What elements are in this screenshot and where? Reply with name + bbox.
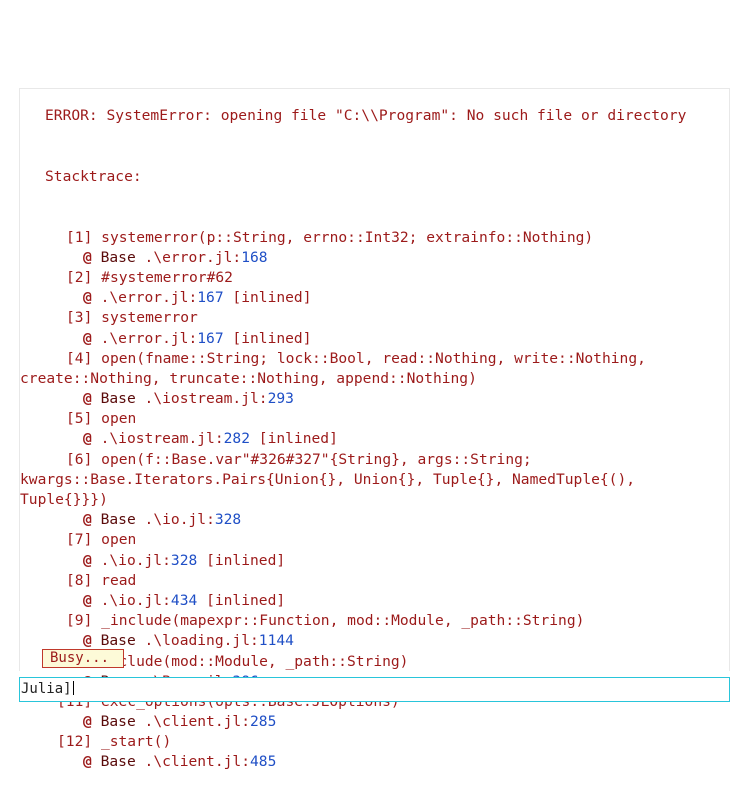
frame-number: [12]	[57, 733, 93, 751]
frame-location-line: @ Base .\error.jl:168	[83, 248, 268, 266]
frame-call-line: [6] open(f::Base.var"#326#327"{String}, …	[45, 450, 735, 470]
at-marker: @	[83, 753, 92, 771]
frame-call: #systemerror#62	[101, 268, 233, 286]
repl-input[interactable]: Julia]	[19, 677, 730, 702]
frame-location-line: @ .\error.jl:167 [inlined]	[83, 289, 312, 307]
frame-location-line: @ Base .\io.jl:328	[83, 511, 242, 529]
frame-call-line: [10] include(mod::Module, _path::String)	[45, 652, 735, 672]
file-path: .\error.jl	[100, 329, 189, 347]
frame-call: systemerror(p::String, errno::Int32; ext…	[101, 228, 594, 246]
frame-location-line: @ Base .\loading.jl:1144	[83, 632, 294, 650]
at-marker: @	[83, 289, 92, 307]
frame-location-line: @ .\iostream.jl:282 [inlined]	[83, 430, 338, 448]
frame-number: [2]	[66, 268, 93, 286]
frame-call: open(fname::String; lock::Bool, read::No…	[101, 349, 646, 367]
inlined-tag: [inlined]	[206, 591, 286, 609]
line-number: 485	[250, 753, 277, 771]
frame-number: [7]	[66, 531, 93, 549]
stacktrace-label: Stacktrace:	[45, 168, 142, 185]
file-path: .\io.jl	[100, 551, 163, 569]
frame-number: [4]	[66, 349, 93, 367]
frame-call-line: [3] systemerror	[45, 308, 735, 328]
file-path: .\iostream.jl	[100, 430, 215, 448]
module-name: Base	[100, 713, 136, 731]
output-panel	[19, 88, 730, 671]
at-marker: @	[83, 511, 92, 529]
frame-call-line: [5] open	[45, 409, 735, 429]
line-number: 282	[223, 430, 250, 448]
at-marker: @	[83, 390, 92, 408]
frame-location-line: @ Base .\client.jl:485	[83, 753, 277, 771]
at-marker: @	[83, 632, 92, 650]
inlined-tag: [inlined]	[232, 329, 312, 347]
at-marker: @	[83, 551, 92, 569]
frame-call: open	[101, 410, 137, 428]
frame-call-continuation: create::Nothing, truncate::Nothing, appe…	[20, 369, 477, 387]
busy-indicator: Busy...	[42, 649, 124, 668]
frame-location-line: @ Base .\client.jl:285	[83, 713, 277, 731]
module-name: Base	[100, 248, 136, 266]
text-cursor	[72, 681, 74, 695]
file-path: .\client.jl	[144, 753, 242, 771]
file-path: .\io.jl	[100, 591, 163, 609]
module-name: Base	[100, 632, 136, 650]
file-path: .\iostream.jl	[144, 390, 259, 408]
frame-call-line: [8] read	[45, 571, 735, 591]
frame-number: [8]	[66, 571, 93, 589]
frame-call-line: [7] open	[45, 530, 735, 550]
prompt-text: Julia]	[21, 681, 72, 697]
at-marker: @	[83, 430, 92, 448]
module-name: Base	[100, 390, 136, 408]
frame-number: [6]	[66, 450, 93, 468]
frame-call: systemerror	[101, 309, 198, 327]
frame-call-line: [4] open(fname::String; lock::Bool, read…	[45, 349, 735, 369]
file-path: .\io.jl	[144, 511, 207, 529]
inlined-tag: [inlined]	[232, 289, 312, 307]
file-path: .\error.jl	[144, 248, 233, 266]
at-marker: @	[83, 248, 92, 266]
file-path: .\error.jl	[100, 289, 189, 307]
frame-number: [9]	[66, 612, 93, 630]
inlined-tag: [inlined]	[206, 551, 286, 569]
frame-call-line: [12] _start()	[45, 732, 735, 752]
frame-call: open(f::Base.var"#326#327"{String}, args…	[101, 450, 532, 468]
inlined-tag: [inlined]	[258, 430, 338, 448]
at-marker: @	[83, 713, 92, 731]
module-name: Base	[100, 753, 136, 771]
frame-call: _include(mapexpr::Function, mod::Module,…	[101, 612, 585, 630]
frame-number: [3]	[66, 309, 93, 327]
frame-call-continuation: kwargs::Base.Iterators.Pairs{Union{}, Un…	[20, 470, 636, 488]
line-number: 285	[250, 713, 277, 731]
error-message: ERROR: SystemError: opening file "C:\\Pr…	[45, 107, 687, 125]
line-number: 293	[267, 390, 294, 408]
frame-number: [1]	[66, 228, 93, 246]
at-marker: @	[83, 329, 92, 347]
at-marker: @	[83, 591, 92, 609]
frame-location-line: @ .\io.jl:434 [inlined]	[83, 591, 286, 609]
line-number: 328	[170, 551, 198, 569]
frame-location-line: @ .\io.jl:328 [inlined]	[83, 551, 286, 569]
file-path: .\loading.jl	[144, 632, 250, 650]
module-name: Base	[100, 511, 136, 529]
line-number: 328	[214, 511, 242, 529]
frame-call: open	[101, 531, 137, 549]
line-number: 168	[241, 248, 268, 266]
frame-call-line: [9] _include(mapexpr::Function, mod::Mod…	[45, 611, 735, 631]
frame-call: _start()	[100, 733, 172, 751]
file-path: .\client.jl	[144, 713, 242, 731]
line-number: 1144	[258, 632, 294, 650]
frame-call-line: [2] #systemerror#62	[45, 268, 735, 288]
line-number: 434	[170, 591, 198, 609]
frame-call: include(mod::Module, _path::String)	[100, 652, 409, 670]
frame-location-line: @ Base .\iostream.jl:293	[83, 390, 294, 408]
frame-call-line: [1] systemerror(p::String, errno::Int32;…	[45, 228, 735, 248]
frame-number: [5]	[66, 410, 93, 428]
frame-call-continuation: Tuple{}}})	[20, 491, 108, 509]
line-number: 167	[197, 289, 224, 307]
frame-call: read	[101, 571, 137, 589]
line-number: 167	[197, 329, 224, 347]
frame-location-line: @ .\error.jl:167 [inlined]	[83, 329, 312, 347]
